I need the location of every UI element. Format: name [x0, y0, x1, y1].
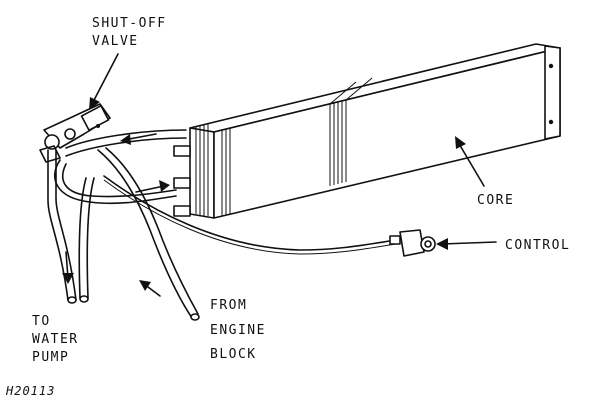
pipe-end-water-pump — [67, 296, 77, 304]
label-from-line2: ENGINE — [210, 323, 266, 338]
leader-valve-shaft — [91, 53, 119, 105]
label-control: CONTROL — [505, 238, 570, 253]
valve-clamp — [39, 145, 61, 163]
control-ferrule — [389, 235, 401, 245]
label-to-line1: TO — [32, 314, 51, 329]
pipe-to-water-pump-a — [47, 149, 69, 301]
label-shutoff-line1: SHUT-OFF — [92, 16, 167, 31]
pipe-from-engine-a — [97, 149, 193, 319]
core-end-face — [189, 127, 215, 219]
arrow-flow-in-head — [159, 180, 170, 192]
arrow-to-pump-head — [62, 273, 74, 284]
leader-valve-head — [89, 97, 100, 110]
tube-valve-to-core-upper-b — [65, 137, 187, 157]
pipe-vertical-a — [78, 177, 87, 299]
label-from-line3: BLOCK — [210, 347, 257, 362]
heater-core — [173, 43, 561, 219]
pipe-to-water-pump-b — [55, 149, 77, 301]
control-cable — [103, 175, 397, 251]
pipe-vertical-b — [86, 177, 95, 299]
core-inlet-outlet-fittings — [173, 145, 191, 217]
arrow-from-engine-head — [139, 280, 151, 291]
leader-control-head — [436, 238, 448, 250]
pipe-from-engine-b — [105, 147, 199, 315]
core-band-middle — [329, 77, 373, 186]
control-body — [399, 229, 425, 257]
flow-arrows — [62, 53, 497, 297]
bracket-hole-bottom — [548, 119, 554, 125]
label-core: CORE — [477, 193, 514, 208]
valve-port — [44, 134, 60, 150]
pipe-end-vertical — [79, 295, 89, 303]
core-mount-bracket — [544, 45, 561, 140]
arrow-flow-in-shaft — [135, 185, 165, 193]
leader-core-shaft — [457, 141, 485, 187]
bracket-hole-top — [548, 63, 554, 69]
valve-screw — [96, 124, 100, 128]
label-from-line1: FROM — [210, 298, 247, 313]
label-shutoff-line2: VALVE — [92, 34, 139, 49]
tube-valve-to-core-upper — [65, 129, 187, 149]
coolant-tubes — [47, 129, 397, 321]
control-cable-b — [103, 179, 397, 255]
valve-fitting — [64, 128, 76, 140]
label-to-line2: WATER — [32, 332, 79, 347]
pipe-end-engine-block — [190, 313, 200, 321]
arrow-flow-return-head — [120, 134, 131, 145]
leader-core-head — [455, 136, 466, 149]
tube-lower-loop-b — [61, 163, 177, 198]
control-assembly — [389, 229, 436, 257]
core-tank-band-left — [195, 124, 231, 216]
figure-id: H20113 — [5, 384, 55, 398]
control-knob-center — [424, 240, 432, 248]
leader-control-shaft — [441, 241, 497, 245]
label-to-line3: PUMP — [32, 350, 69, 365]
shutoff-valve — [39, 103, 111, 163]
